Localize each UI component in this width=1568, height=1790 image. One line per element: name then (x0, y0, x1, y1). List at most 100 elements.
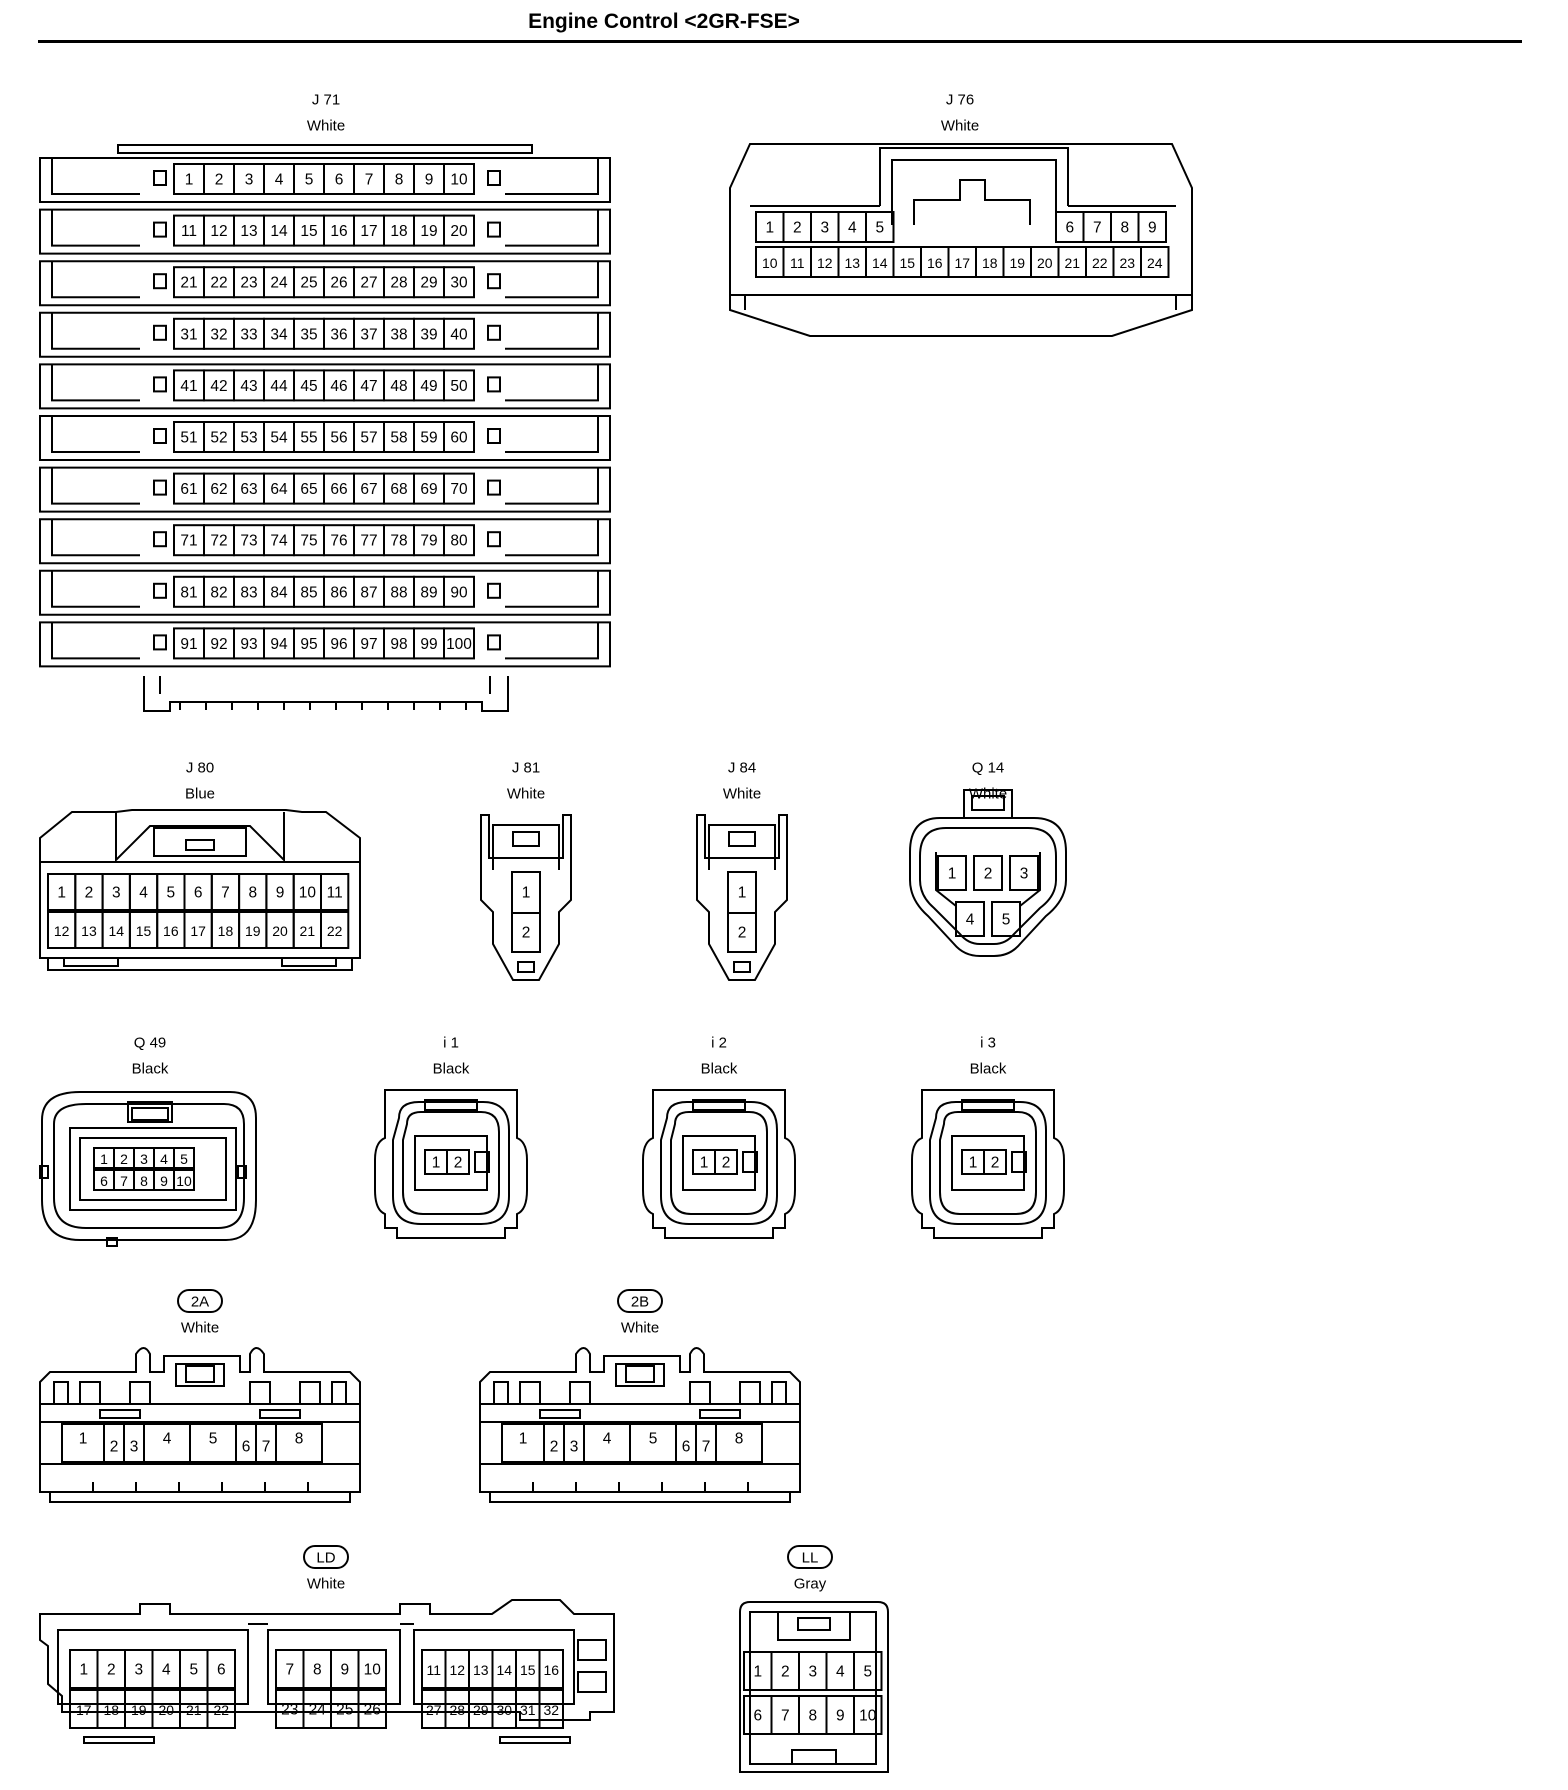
pin-number: 91 (180, 636, 197, 653)
pin-number: 74 (270, 533, 288, 550)
pin-number: 57 (360, 430, 377, 447)
pin-number: 7 (262, 1439, 271, 1456)
pin-number: 28 (390, 275, 407, 292)
pin-number: 21 (300, 923, 316, 939)
pin-number: 4 (966, 912, 975, 929)
pin-number: 15 (300, 223, 317, 240)
pin-number: 22 (210, 275, 227, 292)
pin-number: 54 (270, 430, 288, 447)
pin-number: 29 (420, 275, 437, 292)
pin-number: 89 (420, 584, 437, 601)
pin-number: 2 (522, 925, 531, 942)
pin-number: 2 (110, 1439, 119, 1456)
pin-number: 8 (248, 885, 257, 902)
pin-number: 6 (335, 172, 344, 189)
pin-number: 62 (210, 481, 227, 498)
pin-number: 7 (1093, 220, 1102, 237)
pin-number: 6 (194, 885, 203, 902)
pin-number: 14 (872, 255, 888, 271)
pin-number: 1 (519, 1431, 528, 1448)
pin-number: 18 (103, 1702, 119, 1718)
pin-number: 75 (300, 533, 317, 550)
pin-number: 5 (189, 1662, 198, 1679)
pin-number: 2 (107, 1662, 116, 1679)
pin-number: 90 (450, 584, 468, 601)
pin-number: 7 (221, 885, 230, 902)
pin-number: 21 (1064, 255, 1080, 271)
pin-number: 56 (330, 430, 347, 447)
pin-number: 40 (450, 326, 468, 343)
pin-number: 27 (360, 275, 377, 292)
pin-number: 39 (420, 326, 437, 343)
pin-number: 12 (54, 923, 70, 939)
pin-number: 14 (496, 1662, 512, 1678)
pin-number: 9 (276, 885, 285, 902)
pin-number: 18 (982, 255, 998, 271)
pin-number: 1 (700, 1155, 709, 1172)
pin-number: 42 (210, 378, 227, 395)
pin-number: 5 (649, 1431, 658, 1448)
pin-number: 67 (360, 481, 377, 498)
pin-number: 5 (863, 1664, 872, 1681)
pin-number: 11 (790, 255, 805, 271)
pin-number: 16 (330, 223, 347, 240)
pin-number: 16 (927, 255, 943, 271)
pin-number: 4 (848, 220, 857, 237)
pin-number: 10 (450, 172, 468, 189)
pin-number: 43 (240, 378, 257, 395)
connector-id: i 1 (443, 1035, 459, 1052)
pin-number: 69 (420, 481, 437, 498)
connector-id: J 81 (512, 760, 540, 777)
pin-number: 7 (120, 1173, 128, 1189)
pin-number: 70 (450, 481, 468, 498)
pin-number: 7 (365, 172, 374, 189)
pin-number: 21 (186, 1702, 202, 1718)
pin-number: 85 (300, 584, 317, 601)
pin-number: 5 (1002, 912, 1011, 929)
pin-number: 4 (275, 172, 284, 189)
pin-number: 23 (240, 275, 257, 292)
pin-number: 24 (309, 1702, 327, 1719)
pin-number: 12 (449, 1662, 465, 1678)
pin-number: 28 (449, 1702, 465, 1718)
pin-number: 68 (390, 481, 407, 498)
connector-id: 2B (631, 1294, 649, 1311)
pin-number: 22 (327, 923, 343, 939)
pin-number: 33 (240, 326, 257, 343)
pin-number: 21 (180, 275, 197, 292)
pin-number: 61 (180, 481, 197, 498)
pin-number: 6 (100, 1173, 108, 1189)
pin-number: 77 (360, 533, 377, 550)
pin-number: 100 (446, 636, 472, 653)
pin-number: 92 (210, 636, 227, 653)
pin-number: 22 (213, 1702, 229, 1718)
connector-id-badge (177, 1289, 223, 1313)
pin-number: 3 (112, 885, 121, 902)
pin-number: 19 (1009, 255, 1025, 271)
pin-number: 2 (793, 220, 802, 237)
pin-number: 25 (336, 1702, 353, 1719)
pin-number: 55 (300, 430, 317, 447)
pin-number: 1 (57, 885, 66, 902)
pin-number: 8 (395, 172, 404, 189)
connector-id-badge (617, 1289, 663, 1313)
pin-number: 16 (163, 923, 179, 939)
pin-number: 76 (330, 533, 347, 550)
connector-id: Q 49 (134, 1035, 167, 1052)
pin-number: 79 (420, 533, 437, 550)
pin-number: 2 (722, 1155, 731, 1172)
pin-number: 14 (270, 223, 288, 240)
connector-color: White (307, 1576, 345, 1593)
title-rule (38, 40, 1522, 43)
pin-number: 99 (420, 636, 437, 653)
pin-number: 52 (210, 430, 227, 447)
pin-number: 81 (180, 584, 197, 601)
pin-number: 12 (210, 223, 227, 240)
pin-number: 46 (330, 378, 347, 395)
pin-number: 3 (1020, 866, 1029, 883)
pin-number: 1 (969, 1155, 978, 1172)
pin-number: 15 (899, 255, 915, 271)
